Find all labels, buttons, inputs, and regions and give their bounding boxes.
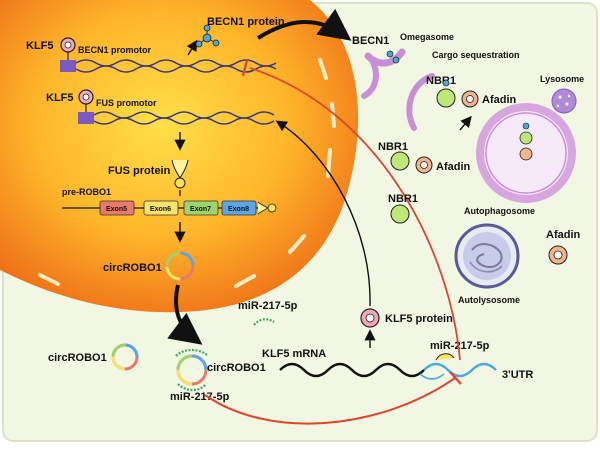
- fus-promotor-label: FUS promotor: [96, 98, 157, 108]
- fus-protein-label: FUS protein: [108, 165, 171, 177]
- mirna-icon: [177, 383, 207, 392]
- circrobo1-left-label: circROBO1: [48, 352, 107, 364]
- nucleus: [0, 0, 359, 313]
- becn1-dna: [60, 59, 277, 73]
- afadin-a-label: Afadin: [482, 94, 517, 106]
- mirna-icon: [175, 348, 209, 357]
- svg-text:Exon8: Exon8: [228, 206, 249, 213]
- lysosome-icon: [551, 88, 577, 114]
- afadin-c-label: Afadin: [546, 229, 581, 241]
- afadin-b-label: Afadin: [436, 161, 471, 173]
- circrobo1-bound-label: circROBO1: [207, 362, 266, 374]
- mir-left-label: miR-217-5p: [170, 391, 230, 403]
- inhibition-bar: [449, 371, 462, 385]
- nbr1-icon: [436, 79, 456, 108]
- circrna-icon: [176, 354, 208, 386]
- becn1-protein-label: BECN1 protein: [207, 16, 285, 28]
- circrobo1-export-arrow: [167, 284, 203, 345]
- klf5-protein-icon: [360, 308, 380, 328]
- autolysosome-icon: [454, 223, 520, 289]
- becn1-promotor-label: BECN1 promotor: [78, 45, 151, 55]
- klf5-feedback-arrow: [275, 120, 371, 307]
- becn1-expression-arrow: [186, 39, 198, 56]
- circrobo1-inhibits-mirna: [204, 377, 456, 425]
- autophagosome-label: Autophagosome: [464, 206, 535, 216]
- mirna-icon: [435, 353, 455, 361]
- lysosome-label: Lysosome: [540, 74, 584, 84]
- utr-label: 3'UTR: [502, 369, 533, 381]
- exon5: Exon5: [99, 200, 135, 216]
- nbr1-a-label: NBR1: [426, 75, 456, 87]
- phagophore-membrane: [406, 73, 435, 131]
- svg-text:Exon7: Exon7: [190, 206, 211, 213]
- nuclear-envelope-marks: [38, 58, 336, 288]
- klf5-protein-icon: [60, 37, 76, 60]
- klf5-protein-label: KLF5 protein: [385, 313, 453, 325]
- exon6: Exon6: [143, 200, 179, 216]
- becn1-protein-icon: [195, 24, 220, 48]
- becn1-protein-icon: [386, 50, 400, 64]
- cargo-label: Cargo sequestration: [432, 50, 520, 60]
- svg-text:Exon6: Exon6: [150, 206, 171, 213]
- nbr1-icon: [390, 151, 410, 171]
- mir-right-label: miR-217-5p: [430, 340, 490, 352]
- exon7: Exon7: [183, 200, 219, 216]
- becn1-cyto-label: BECN1: [352, 35, 389, 47]
- circrna-icon: [111, 343, 139, 371]
- afadin-icon: [548, 245, 568, 265]
- nbr1-b-label: NBR1: [378, 141, 408, 153]
- afadin-icon: [461, 90, 479, 108]
- cargo-arrow: [459, 115, 472, 131]
- inhibition-bar: [241, 59, 249, 77]
- becn1-export-arrow: [256, 8, 352, 41]
- omegasome-membrane: [361, 57, 379, 99]
- klf5-label-top: KLF5: [26, 40, 54, 52]
- mir-free-label: miR-217-5p: [238, 300, 298, 312]
- pre-robo1-label: pre-ROBO1: [62, 187, 111, 197]
- exon8: Exon8: [221, 200, 257, 216]
- nbr1-icon: [390, 204, 410, 224]
- svg-text:Exon5: Exon5: [106, 206, 127, 213]
- nbr1-c-label: NBR1: [388, 193, 418, 205]
- circrna-icon: [165, 251, 195, 281]
- mirna-icon: [253, 318, 275, 326]
- klf5-protein-icon: [78, 89, 94, 112]
- klf5-mrna-label: KLF5 mRNA: [262, 348, 326, 360]
- fus-protein-icon: [257, 201, 277, 215]
- fus-protein-icon: [171, 159, 189, 189]
- circrobo1-nucleus-label: circROBO1: [103, 262, 162, 274]
- klf5-mrna: [279, 362, 497, 380]
- autolysosome-label: Autolysosome: [458, 295, 520, 305]
- afadin-icon: [415, 156, 433, 174]
- mirna-inhibits-becn1: [249, 67, 461, 361]
- omegasome-label: Omegasome: [400, 32, 454, 42]
- fus-dna: [78, 111, 275, 125]
- autophagosome-icon: [476, 103, 576, 203]
- klf5-label-mid: KLF5: [46, 92, 74, 104]
